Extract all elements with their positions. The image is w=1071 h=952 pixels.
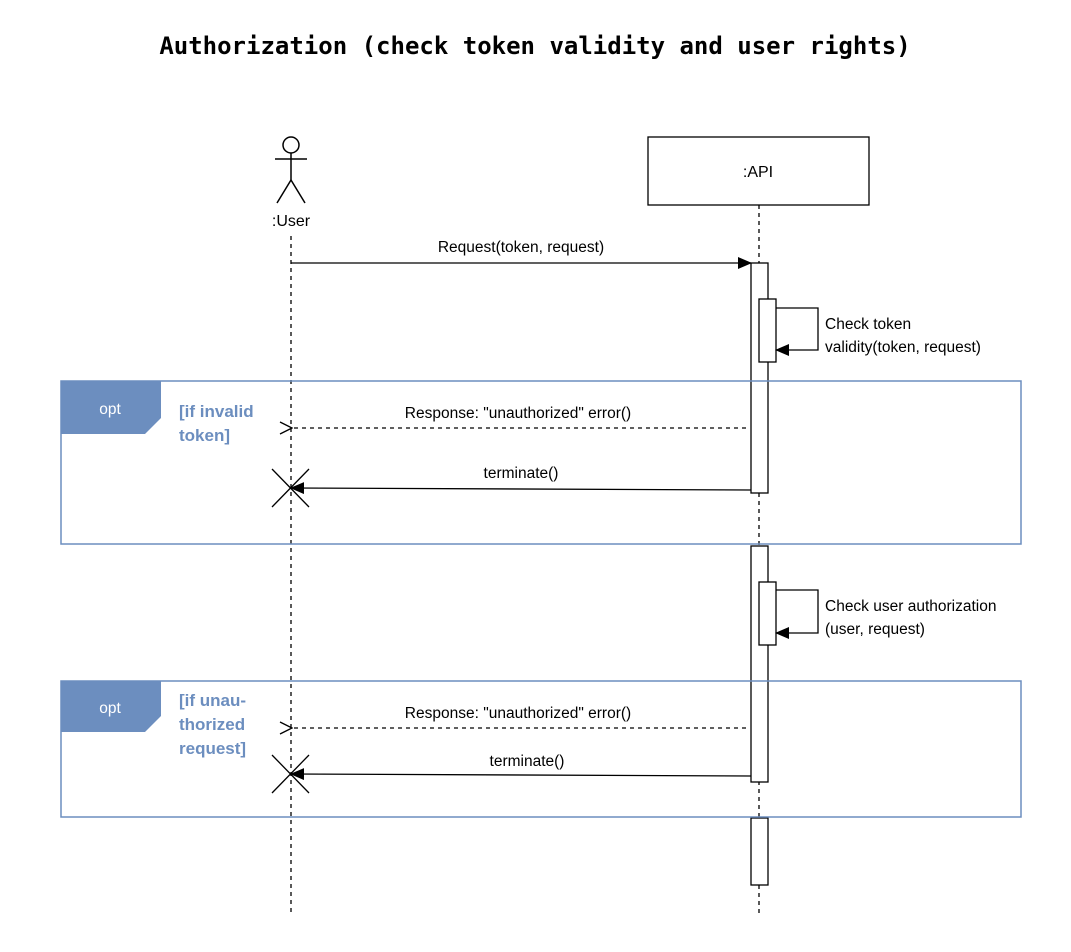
opt-guard-line1: [if unau- xyxy=(179,691,246,710)
diagram-title: Authorization (check token validity and … xyxy=(159,32,910,60)
check-user-self-call-arrow xyxy=(775,589,819,639)
check-token-label-line1: Check token xyxy=(825,316,911,333)
self-call-activation-bar xyxy=(758,581,777,646)
check-user-label-line1: Check user authorization xyxy=(825,598,996,615)
user-participant-label: :User xyxy=(272,213,311,230)
destruction-x-icon xyxy=(271,468,310,508)
api-activation-bar xyxy=(750,817,769,886)
opt-fragment-tag xyxy=(61,681,161,732)
opt-guard-line2: token] xyxy=(179,426,230,445)
user-actor-icon xyxy=(275,136,307,204)
opt-fragment-invalid-token: opt [if invalid token] xyxy=(60,380,1022,545)
check-user-label-line2: (user, request) xyxy=(825,621,925,638)
terminate-message-arrow xyxy=(290,482,752,495)
check-token-label-line2: validity(token, request) xyxy=(825,339,981,356)
opt-guard-line3: request] xyxy=(179,739,246,758)
terminate-message-arrow xyxy=(290,768,752,781)
opt-guard-line2: thorized xyxy=(179,715,245,734)
check-token-self-call-arrow xyxy=(775,307,819,356)
api-participant-label: :API xyxy=(743,164,773,181)
response-invalid-token-label: Response: "unauthorized" error() xyxy=(405,405,631,422)
response-unauthorized-label: Response: "unauthorized" error() xyxy=(405,705,631,722)
check-user-label: Check user authorization (user, request) xyxy=(825,598,1001,638)
opt-fragment-tag-label: opt xyxy=(99,700,121,717)
opt-fragment-tag-label: opt xyxy=(99,401,121,418)
self-call-activation-bar xyxy=(758,298,777,363)
terminate-message-label: terminate() xyxy=(484,465,559,482)
check-token-label: Check token validity(token, request) xyxy=(825,316,981,356)
opt-fragment-guard: [if unau- thorized request] xyxy=(179,691,251,758)
terminate-message-label: terminate() xyxy=(490,753,565,770)
api-activation-bar xyxy=(750,262,769,494)
opt-guard-line1: [if invalid xyxy=(179,402,254,421)
opt-fragment-guard: [if invalid token] xyxy=(179,402,258,445)
request-message-label: Request(token, request) xyxy=(438,239,604,256)
destruction-x-icon xyxy=(271,754,310,794)
opt-fragment-unauthorized-request: opt [if unau- thorized request] xyxy=(60,680,1022,818)
api-participant-box xyxy=(647,136,870,206)
opt-fragment-tag xyxy=(61,381,161,434)
